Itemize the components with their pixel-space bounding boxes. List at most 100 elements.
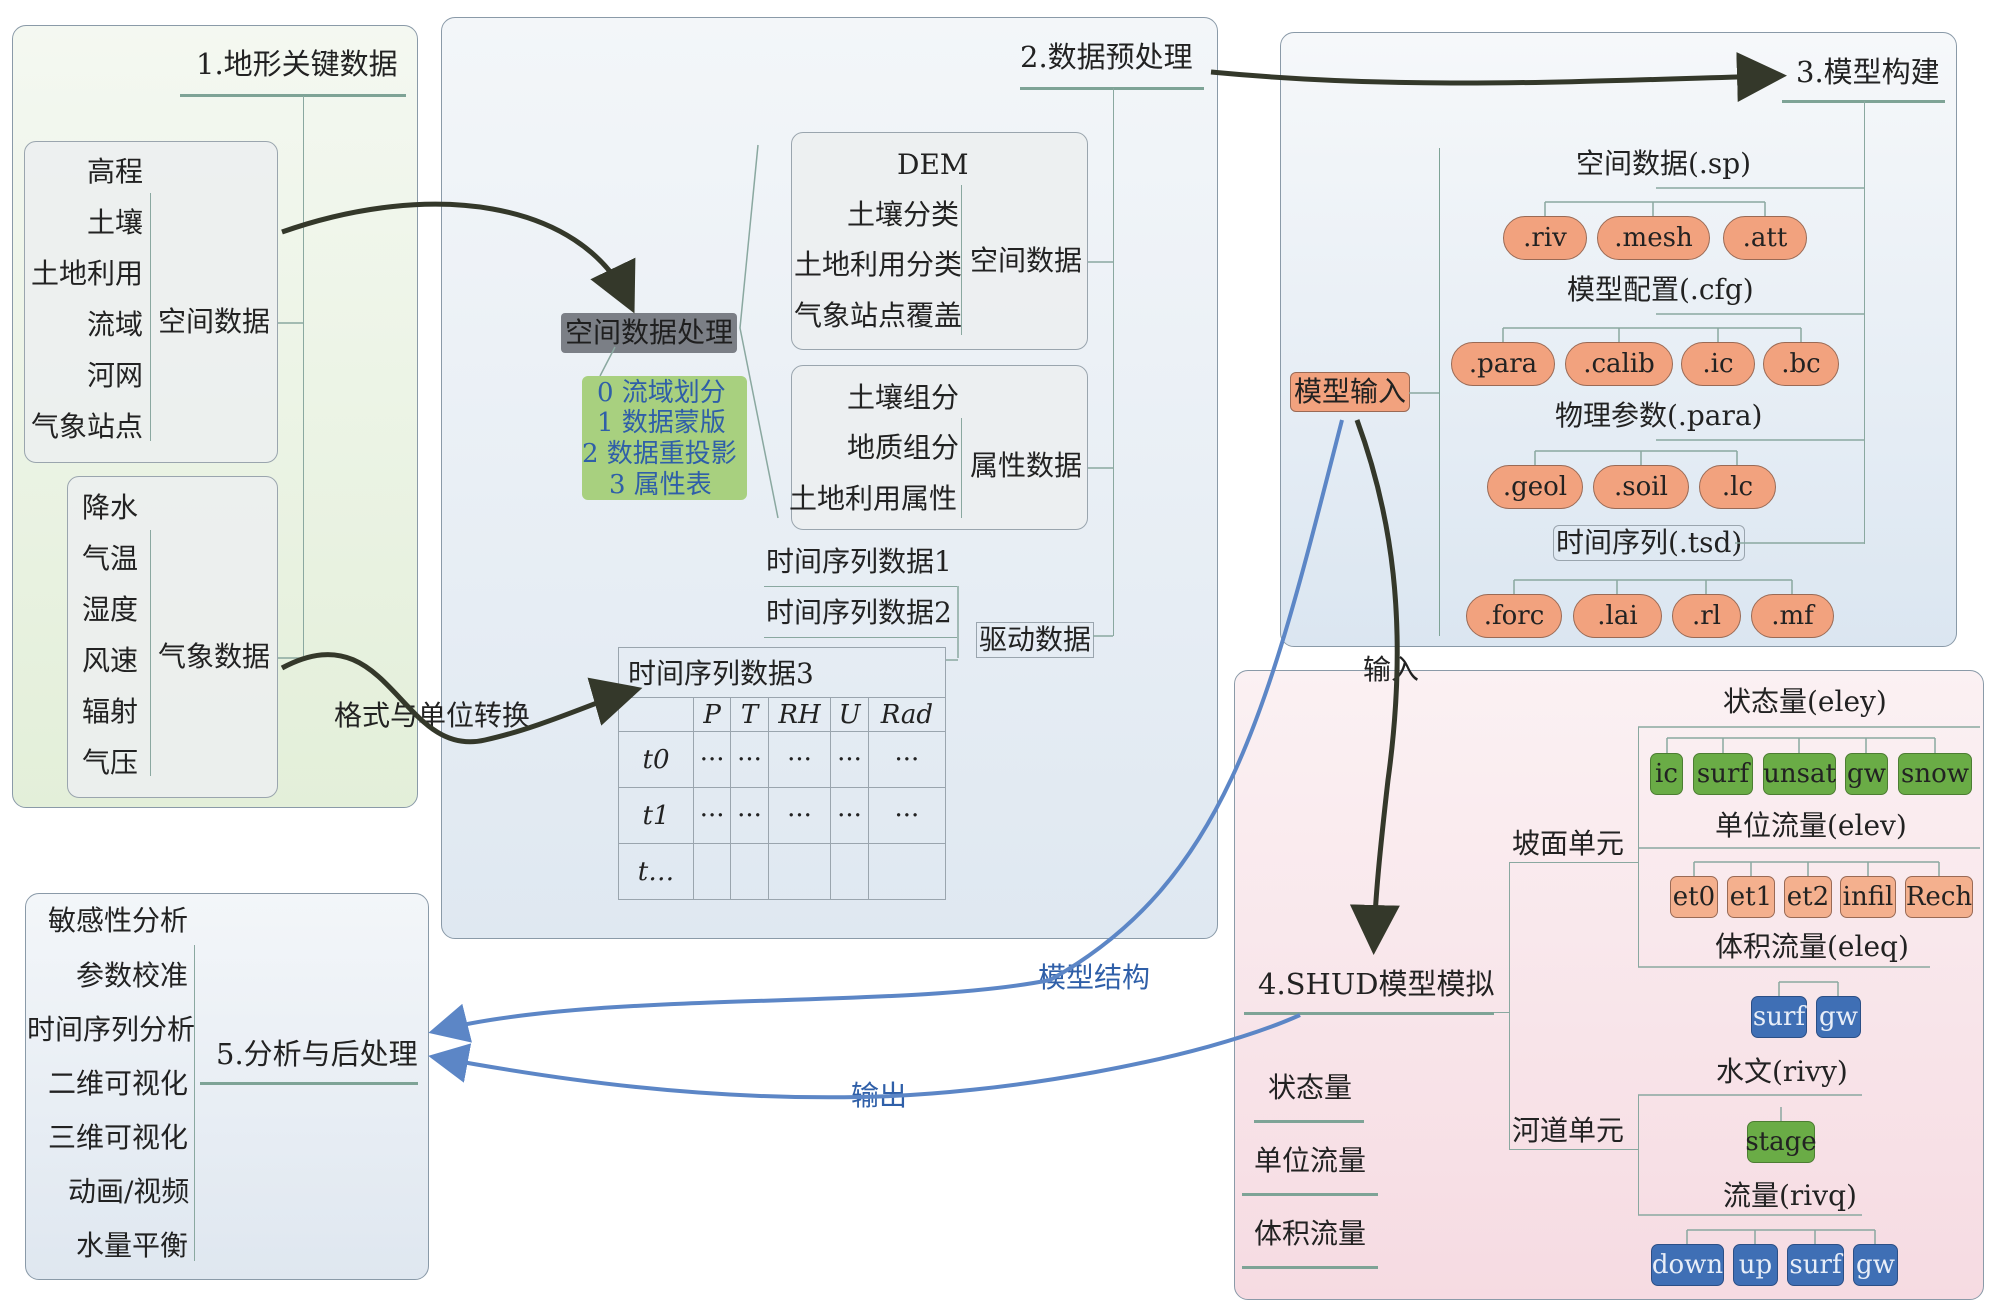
terrain-item: 河网 xyxy=(87,359,144,392)
spatial-processing-node: 空间数据处理 xyxy=(561,313,738,353)
section2-trunk xyxy=(1113,88,1114,636)
spatial-data-box xyxy=(791,132,1088,350)
rivq-tag: gw xyxy=(1853,1244,1898,1286)
link-cfg-files xyxy=(1502,327,1802,342)
model-config-cfg: 模型配置(.cfg) xyxy=(1567,273,1754,306)
rivy-tag: stage xyxy=(1745,1121,1817,1163)
spatial-group-label: 空间数据 xyxy=(970,244,1083,277)
phys-params-para: 物理参数(.para) xyxy=(1555,399,1763,432)
ts-header: P xyxy=(703,699,721,730)
ts-cell xyxy=(730,843,769,900)
link-eley-tags xyxy=(1666,737,1936,753)
sp-file-pill: .att xyxy=(1723,216,1807,260)
hillslope-bracket xyxy=(1638,727,1639,967)
model-input-node: 模型输入 xyxy=(1290,372,1411,412)
para-file-pill: .lc xyxy=(1699,465,1776,509)
attribute-data-box xyxy=(791,365,1088,530)
elev-tag: et1 xyxy=(1727,876,1775,918)
section3-left-trunk xyxy=(1439,148,1440,636)
ts-cell: ··· xyxy=(767,787,832,844)
rivq-tag: down xyxy=(1651,1244,1724,1286)
link-elev-tags xyxy=(1693,861,1940,876)
para-file-pill: .soil xyxy=(1593,465,1689,509)
eleq-label: 体积流量(eleq) xyxy=(1715,930,1909,963)
output-underline xyxy=(1254,1120,1364,1123)
ts1-label: 时间序列数据1 xyxy=(766,545,952,578)
ts-cell xyxy=(767,843,832,900)
link-processing-bracket xyxy=(739,144,779,519)
input-label: 输入 xyxy=(1363,653,1420,686)
ts-cell: ··· xyxy=(867,787,947,844)
link-para-files xyxy=(1534,450,1738,465)
eley-label: 状态量(eley) xyxy=(1723,685,1887,718)
ts-cell: ··· xyxy=(730,731,769,788)
eley-tag: ic xyxy=(1650,753,1683,795)
met-item: 降水 xyxy=(82,491,139,524)
processing-step: 3 属性表 xyxy=(609,470,712,500)
eley-tag: gw xyxy=(1845,753,1888,795)
output-variable: 单位流量 xyxy=(1254,1144,1367,1177)
panel-analysis xyxy=(25,893,429,1280)
link-processing-callout xyxy=(599,346,616,377)
eley-tag: snow xyxy=(1898,753,1972,795)
section5-title: 5.分析与后处理 xyxy=(216,1037,418,1071)
ts-header: Rad xyxy=(880,699,934,730)
met-bracket xyxy=(150,530,151,776)
section2-title: 2.数据预处理 xyxy=(1020,40,1193,74)
processing-step: 2 数据重投影 xyxy=(582,439,737,469)
terrain-bracket xyxy=(150,193,151,441)
para-file-pill: .geol xyxy=(1487,465,1583,509)
attr-group-label: 属性数据 xyxy=(970,449,1083,482)
cfg-file-pill: .para xyxy=(1451,342,1555,386)
section1-title: 1.地形关键数据 xyxy=(196,47,398,81)
processing-steps-box xyxy=(582,376,747,500)
ts-row-label: t… xyxy=(637,856,675,887)
processing-step: 0 流域划分 xyxy=(597,378,726,408)
section1-title-underline xyxy=(180,94,406,97)
met-item: 气温 xyxy=(82,542,139,575)
link-eleq-tags xyxy=(1778,981,1839,996)
driver-group-label: 驱动数据 xyxy=(976,622,1095,658)
analysis-item: 动画/视频 xyxy=(68,1175,190,1208)
analysis-item: 时间序列分析 xyxy=(27,1013,196,1046)
time-series-tsd: 时间序列(.tsd) xyxy=(1553,525,1746,561)
elev-label: 单位流量(elev) xyxy=(1715,809,1907,842)
spatial-bracket xyxy=(961,185,962,335)
hillslope-underline xyxy=(1509,862,1639,863)
spatial-item: 气象站点覆盖 xyxy=(794,299,963,332)
ts-header: RH xyxy=(778,699,821,730)
attr-bracket xyxy=(961,418,962,518)
section4-branch xyxy=(1494,1012,1510,1013)
rivq-label: 流量(rivq) xyxy=(1723,1179,1857,1212)
met-item: 辐射 xyxy=(82,695,139,728)
spatial-data-sp: 空间数据(.sp) xyxy=(1576,147,1752,180)
terrain-item: 土壤 xyxy=(87,206,144,239)
analysis-item: 二维可视化 xyxy=(48,1067,189,1100)
eley-tag: unsat xyxy=(1763,753,1836,795)
rivq-tag: surf xyxy=(1787,1244,1844,1286)
ts-cell: ··· xyxy=(730,787,769,844)
rivy-label: 水文(rivy) xyxy=(1716,1055,1848,1088)
terrain-item: 流域 xyxy=(87,308,144,341)
analysis-item: 参数校准 xyxy=(76,959,189,992)
output-variable: 体积流量 xyxy=(1254,1217,1367,1250)
sp-file-pill: .mesh xyxy=(1597,216,1710,260)
arrow-input-to-shud xyxy=(1349,419,1400,955)
elev-tag: et2 xyxy=(1784,876,1832,918)
cfg-file-pill: .bc xyxy=(1763,342,1839,386)
ts-cell: ··· xyxy=(830,731,869,788)
terrain-item: 高程 xyxy=(87,155,144,188)
section3-trunk xyxy=(1864,101,1865,544)
elev-tag: Rech xyxy=(1905,876,1973,918)
arrow-terrain-to-processing xyxy=(281,201,636,314)
ts-row-label: t0 xyxy=(642,744,670,775)
met-item: 风速 xyxy=(82,644,139,677)
met-item: 湿度 xyxy=(82,593,139,626)
tsd-file-pill: .lai xyxy=(1573,594,1662,638)
spatial-item: 土地利用分类 xyxy=(794,248,963,281)
section5-bracket xyxy=(194,945,195,1261)
arrow-model-structure-to-analysis xyxy=(428,419,1344,1043)
ts-header: U xyxy=(838,699,861,730)
arrow-met-to-timeseries xyxy=(280,652,643,745)
spatial-item: DEM xyxy=(897,148,969,181)
